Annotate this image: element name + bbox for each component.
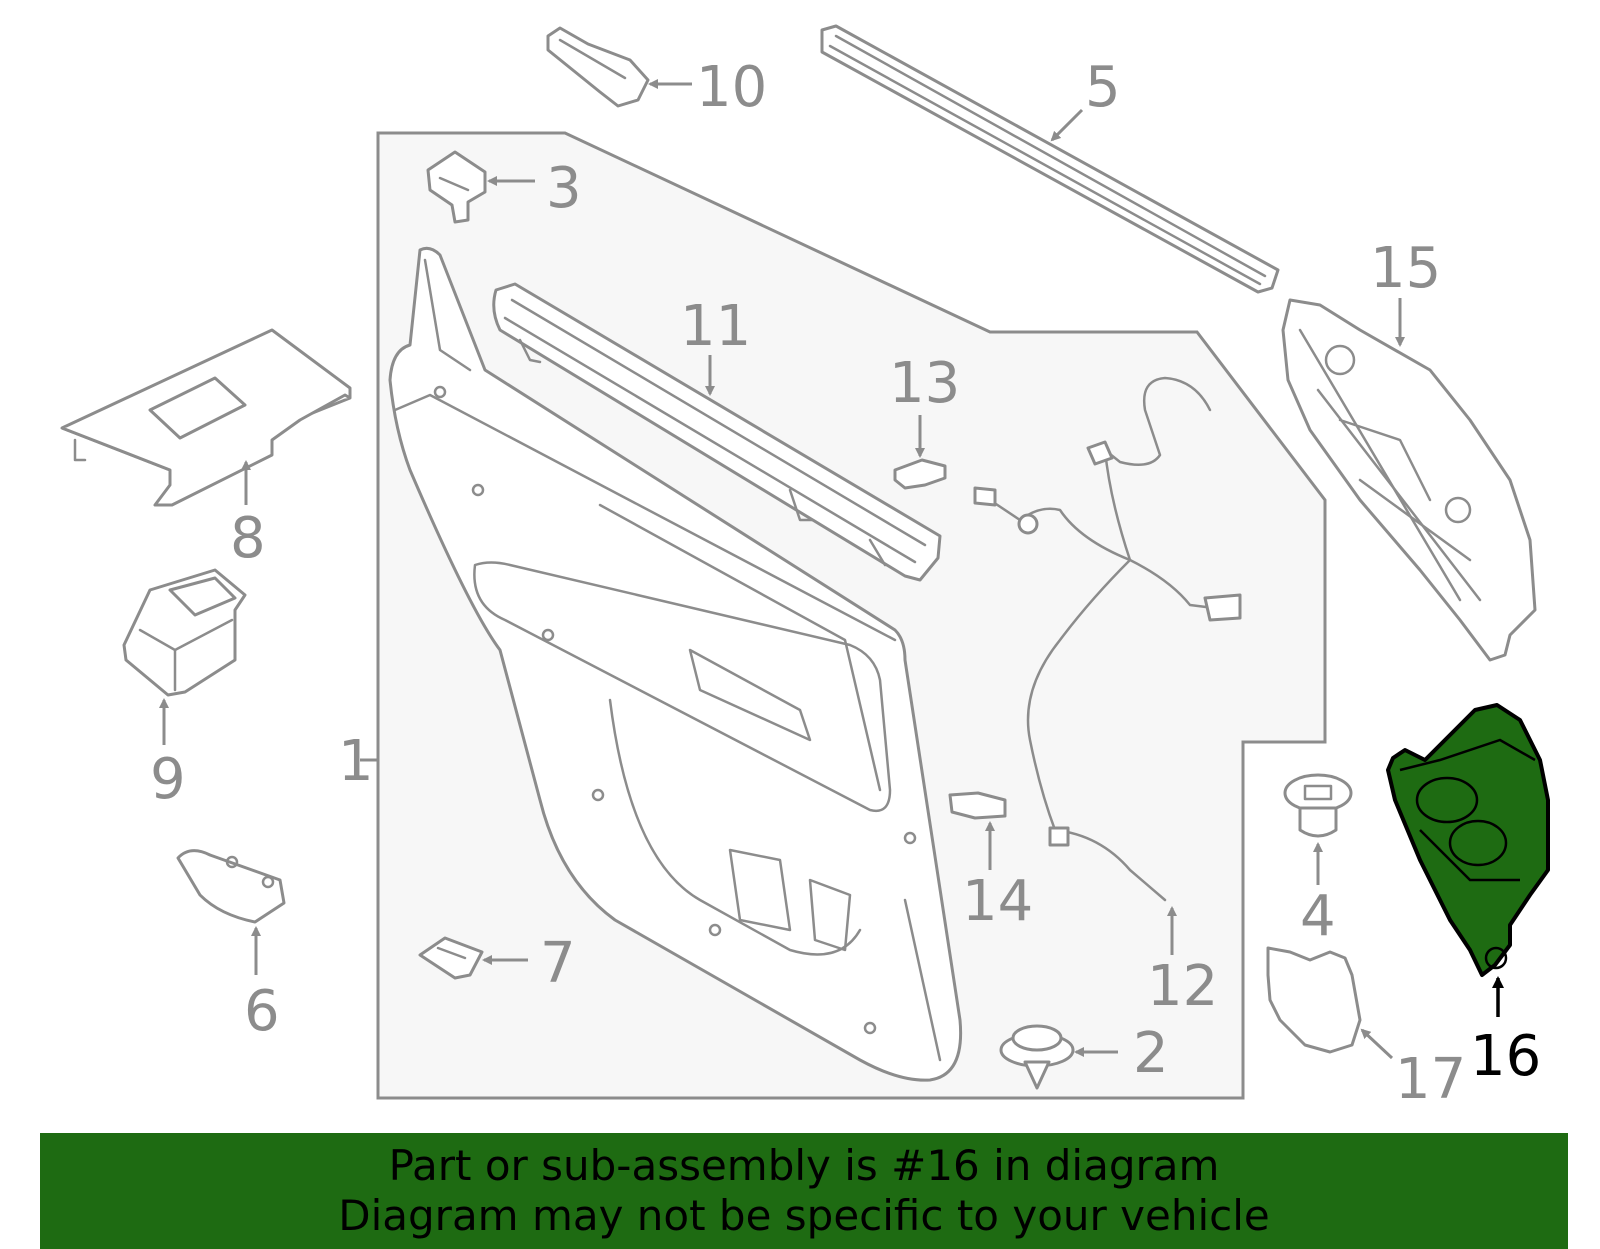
banner-line-1: Part or sub-assembly is #16 in diagram (388, 1141, 1220, 1190)
callout-label-3: 3 (546, 156, 582, 221)
callout-label-17: 17 (1395, 1047, 1466, 1112)
callout-label-15: 15 (1370, 236, 1441, 301)
switch-bezel-part-8[interactable] (60, 328, 352, 507)
callout-label-12: 12 (1147, 954, 1218, 1019)
inner-bracket-part-15[interactable] (1281, 298, 1537, 662)
clip-part-3[interactable] (426, 150, 487, 224)
speaker-assembly-part-16-highlighted[interactable] (1386, 703, 1550, 977)
callout-label-1: 1 (338, 729, 374, 794)
window-switch-part-9[interactable] (122, 568, 247, 697)
clip-part-13[interactable] (893, 458, 947, 490)
callout-label-5: 5 (1085, 55, 1121, 120)
banner-line-2: Diagram may not be specific to your vehi… (338, 1191, 1270, 1240)
callout-label-11: 11 (680, 294, 751, 359)
callout-label-2: 2 (1133, 1021, 1169, 1086)
cover-part-6[interactable] (176, 849, 286, 924)
bracket-part-7[interactable] (418, 936, 484, 980)
clip-part-4[interactable] (1283, 773, 1353, 838)
insulator-pad-part-17[interactable] (1266, 946, 1362, 1054)
callout-label-9: 9 (150, 747, 186, 812)
callout-label-8: 8 (230, 506, 266, 571)
callout-label-16: 16 (1470, 1024, 1541, 1089)
wiring-harness-part-12[interactable] (973, 376, 1242, 902)
door-trim-panel-part[interactable] (388, 246, 963, 1082)
callout-label-4: 4 (1300, 884, 1336, 949)
clip-part-14[interactable] (948, 791, 1007, 820)
clip-part-2[interactable] (999, 1024, 1075, 1090)
info-banner: Part or sub-assembly is #16 in diagram D… (40, 1133, 1568, 1249)
armrest-rail-part-11[interactable] (492, 282, 942, 582)
weatherstrip-part-5[interactable] (820, 24, 1280, 294)
callout-label-7: 7 (540, 931, 576, 996)
callout-label-10: 10 (696, 55, 767, 120)
callout-label-13: 13 (889, 351, 960, 416)
callout-label-6: 6 (244, 979, 280, 1044)
callout-label-14: 14 (962, 869, 1033, 934)
clip-part-10[interactable] (546, 26, 650, 108)
